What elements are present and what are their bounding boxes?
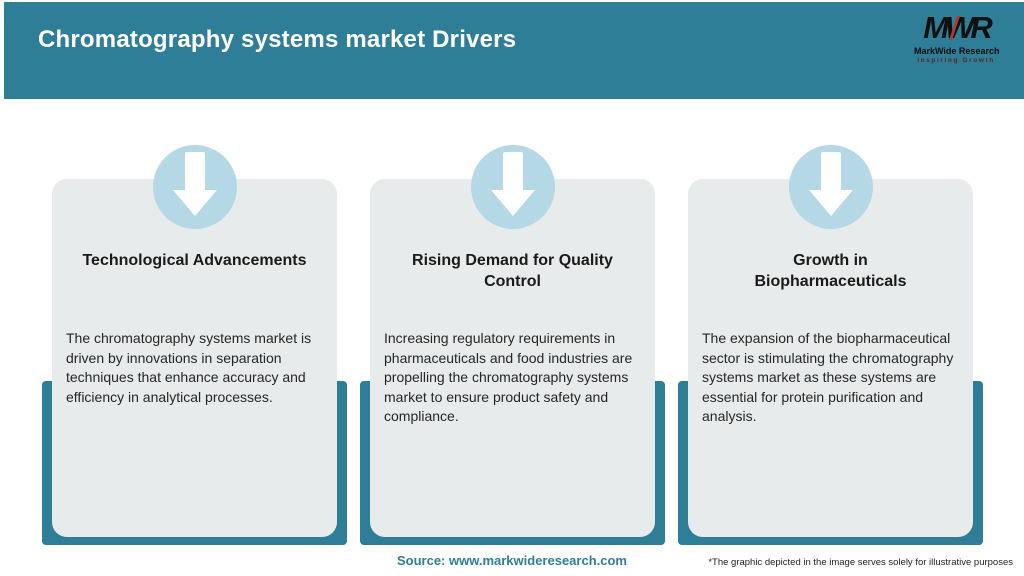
card: Rising Demand for Quality Control Increa…: [370, 179, 655, 537]
arrow-down-icon: [172, 152, 217, 216]
circle-badge: [152, 145, 237, 229]
circle-badge: [470, 145, 555, 229]
card-body: The expansion of the biopharmaceutical s…: [702, 330, 954, 424]
card-body: Increasing regulatory requirements in ph…: [384, 330, 633, 424]
driver-card-technological-advancements: Technological Advancements The chromatog…: [42, 145, 347, 545]
driver-card-quality-control: Rising Demand for Quality Control Increa…: [360, 145, 665, 545]
page-title: Chromatography systems market Drivers: [38, 26, 517, 53]
arrow-down-icon: [808, 152, 853, 216]
card-title: Rising Demand for Quality Control: [412, 252, 613, 290]
markwide-research-logo: MWR MarkWide Research Inspiring Growth: [914, 11, 1000, 65]
logo-monogram: MWR: [914, 11, 998, 45]
disclaimer-text: *The graphic depicted in the image serve…: [708, 557, 1013, 568]
arrow-down-icon: [490, 152, 535, 216]
source-text: Source: www.markwideresearch.com: [396, 553, 627, 568]
circle-badge: [788, 145, 873, 229]
card-body: The chromatography systems market is dri…: [66, 330, 312, 405]
logo-company-name: MarkWide Research: [914, 46, 1000, 56]
logo-tagline: Inspiring Growth: [917, 57, 995, 64]
card-title: Growth in Biopharmaceuticals: [754, 252, 907, 290]
card: Growth in Biopharmaceuticals The expansi…: [688, 179, 973, 537]
header: Chromatography systems market Drivers MW…: [4, 2, 1024, 99]
card-title: Technological Advancements: [82, 252, 307, 269]
driver-card-biopharmaceuticals: Growth in Biopharmaceuticals The expansi…: [678, 145, 983, 545]
card: Technological Advancements The chromatog…: [52, 179, 337, 537]
